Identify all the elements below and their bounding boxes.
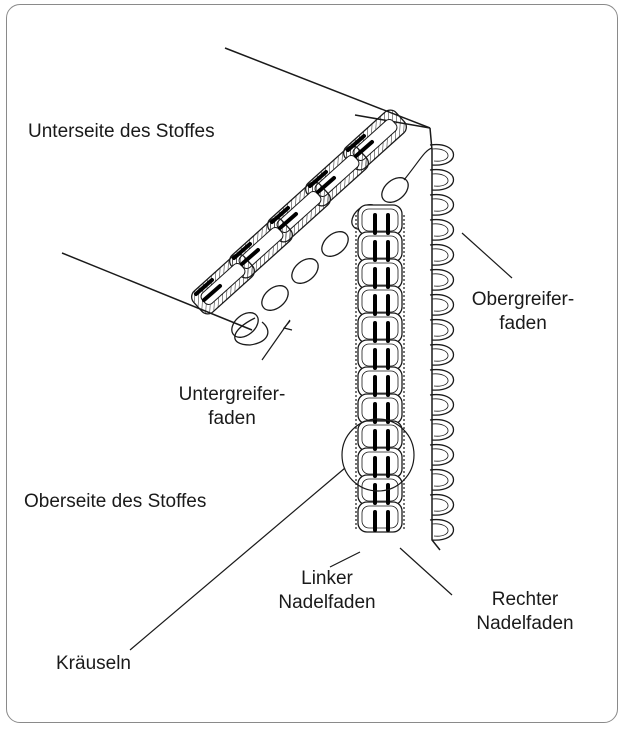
looper-loop: [429, 218, 455, 241]
looper-loop-inner: [431, 523, 449, 537]
looper-loop-inner: [431, 223, 449, 237]
label-rechter-line1: Rechter: [491, 589, 559, 610]
diagonal-needle-mark: [308, 170, 328, 188]
vertical-loop-inner: [361, 343, 399, 367]
looper-loop-inner: [431, 373, 449, 387]
looper-loop: [429, 493, 455, 516]
looper-loop: [429, 293, 455, 316]
looper-loop-inner: [431, 298, 449, 312]
diagonal-needle-mark: [194, 278, 214, 296]
kraeuseln-circle: [341, 418, 415, 492]
diagonal-needle-mark: [316, 176, 336, 194]
vertical-loop-inner: [361, 505, 399, 529]
lower-looper-loop: [381, 177, 409, 203]
label-obergreifer-line1: Obergreifer-: [471, 289, 575, 310]
looper-loop-inner: [431, 498, 449, 512]
diagonal-needle-mark: [240, 248, 260, 266]
diagonal-needle-mark: [354, 140, 374, 158]
vertical-stitch-chain: [355, 204, 405, 533]
label-unterseite: Unterseite des Stoffes: [28, 121, 215, 142]
vertical-loop-inner: [361, 316, 399, 340]
vertical-loop: [357, 420, 403, 452]
diagonal-needle-mark: [202, 284, 222, 302]
label-linker-nadelfaden: Linker Nadelfaden: [262, 567, 392, 615]
vertical-loop: [357, 258, 403, 290]
looper-loop-inner: [431, 273, 449, 287]
lower-looper-loop: [321, 231, 349, 257]
looper-connector: [403, 147, 433, 181]
vertical-loop-inner: [361, 451, 399, 475]
vertical-loop-inner: [361, 478, 399, 502]
lower-looper-loop: [231, 312, 259, 338]
vertical-loop-inner: [361, 289, 399, 313]
diagram-frame: [6, 4, 618, 723]
vertical-loop: [357, 366, 403, 398]
label-untergreifer-line1: Untergreifer-: [178, 384, 286, 405]
diagonal-needle-mark: [346, 134, 366, 152]
label-linker-line1: Linker: [301, 568, 353, 589]
looper-loop: [429, 393, 455, 416]
looper-loop: [429, 443, 455, 466]
diagonal-needle-mark: [278, 212, 298, 230]
looper-loop: [429, 468, 455, 491]
vertical-loop: [357, 231, 403, 263]
vertical-loop-inner: [361, 262, 399, 286]
looper-loop: [429, 368, 455, 391]
label-oberseite: Oberseite des Stoffes: [24, 491, 207, 512]
looper-loop: [429, 418, 455, 441]
label-untergreifer-line2: faden: [208, 408, 256, 429]
looper-loop-inner: [431, 148, 449, 162]
looper-loop-inner: [431, 323, 449, 337]
vertical-loop-inner: [361, 424, 399, 448]
label-obergreiferfaden: Obergreifer- faden: [458, 288, 588, 336]
looper-loop-inner: [431, 473, 449, 487]
vertical-loop: [357, 501, 403, 533]
looper-loop: [429, 143, 455, 166]
looper-loop-inner: [431, 173, 449, 187]
vertical-loop-inner: [361, 235, 399, 259]
looper-loop-inner: [431, 198, 449, 212]
vertical-loop-inner: [361, 370, 399, 394]
vertical-thread-edge: [355, 215, 405, 530]
diagonal-needle-mark: [270, 206, 290, 224]
vertical-loop: [357, 447, 403, 479]
looper-loop-inner: [431, 348, 449, 362]
vertical-loop: [357, 312, 403, 344]
label-linker-line2: Nadelfaden: [278, 592, 376, 613]
label-rechter-line2: Nadelfaden: [476, 613, 574, 634]
looper-loop-inner: [431, 423, 449, 437]
looper-loop: [429, 318, 455, 341]
label-kraeuseln: Kräuseln: [56, 653, 131, 674]
vertical-loop: [357, 204, 403, 236]
looper-loop: [429, 518, 455, 541]
lower-looper-loop: [291, 258, 319, 284]
label-rechter-nadelfaden: Rechter Nadelfaden: [450, 588, 600, 636]
looper-loop-inner: [431, 398, 449, 412]
vertical-loop: [357, 285, 403, 317]
vertical-loop-inner: [361, 397, 399, 421]
lower-looper-loop: [261, 285, 289, 311]
vertical-loop-inner: [361, 208, 399, 232]
looper-loop: [429, 268, 455, 291]
looper-loop: [429, 343, 455, 366]
vertical-loop: [357, 474, 403, 506]
looper-loop: [429, 168, 455, 191]
label-obergreifer-line2: faden: [499, 313, 547, 334]
diagonal-needle-mark: [232, 242, 252, 260]
upper-looper-thread: [403, 143, 455, 541]
looper-loop: [429, 243, 455, 266]
vertical-loop: [357, 339, 403, 371]
lower-looper-end: [234, 317, 269, 346]
looper-loop-inner: [431, 448, 449, 462]
looper-loop-inner: [431, 248, 449, 262]
looper-loop: [429, 193, 455, 216]
label-untergreiferfaden: Untergreifer- faden: [162, 383, 302, 431]
leader-lines: [129, 232, 513, 651]
needle-thread-marks: [194, 134, 390, 532]
